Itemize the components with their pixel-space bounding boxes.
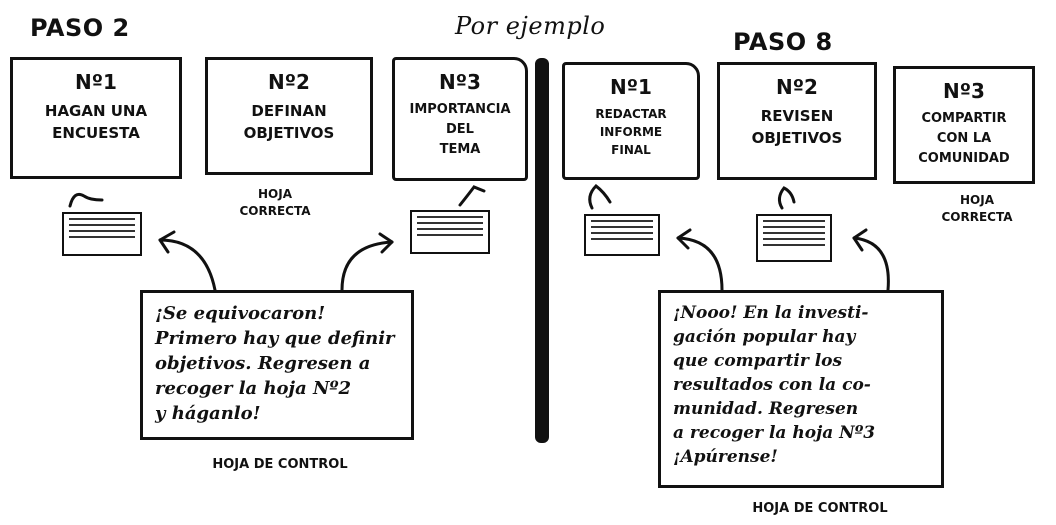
card-text: REVISEN OBJETIVOS [751, 107, 843, 147]
right-control-caption: HOJA DE CONTROL [752, 501, 888, 516]
card-number: Nº1 [75, 70, 117, 94]
hand-icon [588, 184, 612, 210]
control-sheet [756, 214, 832, 262]
card-text: HAGAN UNA ENCUESTA [44, 102, 148, 142]
control-sheet [584, 214, 660, 256]
arrow-icon [158, 238, 217, 292]
arrow-icon [852, 228, 868, 252]
card-number: Nº1 [610, 75, 652, 99]
hand-icon [777, 186, 796, 210]
right-card-2: Nº2 REVISEN OBJETIVOS [717, 62, 877, 180]
right-step-title: PASO 8 [733, 28, 833, 56]
left-step-title: PASO 2 [30, 14, 130, 42]
control-sheet [62, 212, 142, 256]
left-correct-caption: HOJA CORRECTA [239, 187, 311, 218]
arrow-icon [852, 236, 890, 292]
arrow-icon [340, 240, 394, 292]
arrow-icon [378, 232, 394, 254]
card-text: COMPARTIR CON LA COMUNIDAD [918, 111, 1010, 166]
arrow-icon [158, 230, 176, 254]
left-card-2: Nº2 DEFINAN OBJETIVOS [205, 57, 373, 175]
left-card-1: Nº1 HAGAN UNA ENCUESTA [10, 57, 182, 179]
card-text: IMPORTANCIA DEL TEMA [409, 102, 511, 157]
example-title: Por ejemplo [455, 12, 606, 40]
arrow-icon [676, 236, 724, 292]
card-number: Nº3 [439, 70, 481, 94]
right-card-3: Nº3 COMPARTIR CON LA COMUNIDAD [893, 66, 1035, 184]
control-sheet [410, 210, 490, 254]
hand-icon [458, 185, 486, 207]
left-control-note: ¡Se equivocaron! Primero hay que definir… [140, 290, 414, 440]
left-control-caption: HOJA DE CONTROL [212, 457, 348, 472]
card-text: DEFINAN OBJETIVOS [243, 102, 335, 142]
card-number: Nº2 [776, 75, 818, 99]
arrow-icon [676, 228, 692, 250]
card-text: REDACTAR INFORME FINAL [595, 107, 667, 157]
left-card-3: Nº3 IMPORTANCIA DEL TEMA [392, 57, 528, 181]
right-correct-caption: HOJA CORRECTA [941, 193, 1013, 224]
hand-icon [68, 192, 104, 208]
right-control-note: ¡Nooo! En la investi- gación popular hay… [658, 290, 944, 488]
card-number: Nº2 [268, 70, 310, 94]
center-divider [535, 58, 549, 443]
card-number: Nº3 [943, 79, 985, 103]
right-card-1: Nº1 REDACTAR INFORME FINAL [562, 62, 700, 180]
